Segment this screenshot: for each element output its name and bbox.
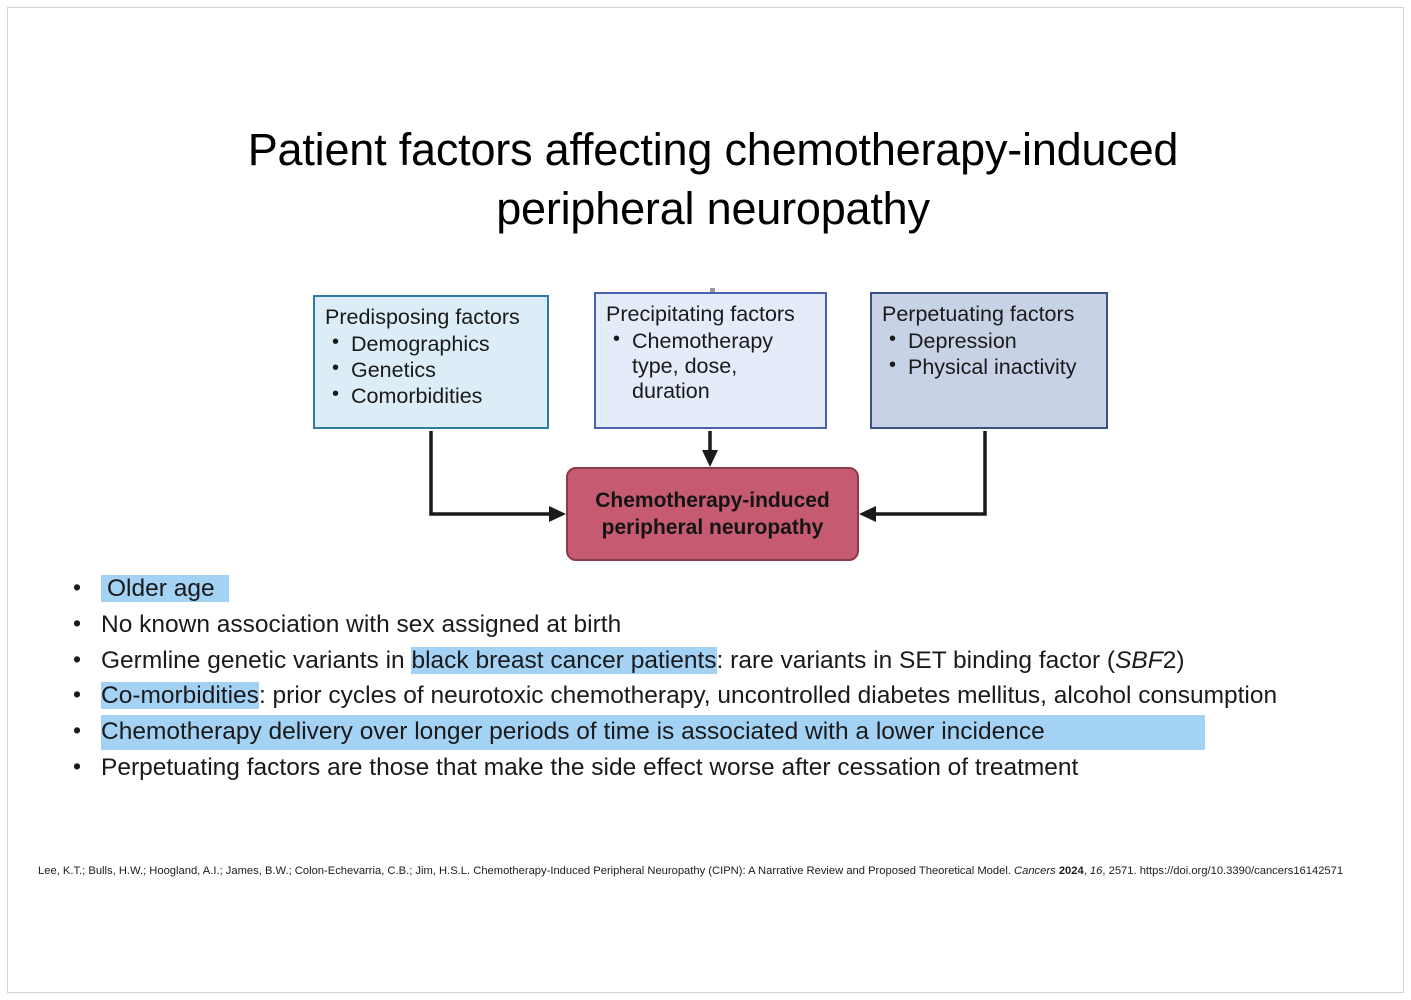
list-item: Physical inactivity	[889, 354, 1096, 380]
arrowhead-middle	[702, 450, 718, 467]
box-heading-perpetuating: Perpetuating factors	[882, 302, 1075, 326]
bullet-text-segment: : prior cycles of neurotoxic chemotherap…	[258, 682, 1278, 710]
list-item: Depression	[889, 328, 1096, 354]
citation-year: 2024	[1058, 865, 1084, 877]
bullet-text-segment: No known association with sex assigned a…	[101, 610, 622, 638]
diagram-box-perpetuating: Perpetuating factors Depression Physical…	[870, 292, 1108, 429]
bullet-text-segment: SBF	[1115, 646, 1163, 674]
arrowhead-left	[549, 506, 566, 522]
slide-canvas: Patient factors affecting chemotherapy-i…	[7, 7, 1404, 993]
list-item: Chemotherapy type, dose, duration	[613, 328, 815, 404]
bullet-older-age: Older age	[65, 571, 1355, 607]
bullet-text-segment: Chemotherapy delivery over longer period…	[101, 715, 1205, 750]
box-list-perpetuating: Depression Physical inactivity	[882, 328, 1096, 380]
citation-authors: Lee, K.T.; Bulls, H.W.; Hoogland, A.I.; …	[38, 865, 474, 877]
citation-doi: https://doi.org/10.3390/cancers16142571	[1139, 865, 1344, 877]
bullet-text-segment: Older age	[101, 575, 229, 602]
citation-pages: 2571	[1108, 865, 1134, 877]
diagram-box-precipitating: Precipitating factors Chemotherapy type,…	[594, 292, 827, 429]
outcome-line-1: Chemotherapy-induced	[595, 488, 830, 512]
list-item: Comorbidities	[332, 383, 537, 409]
arrow-perpetuating-to-outcome	[872, 431, 987, 516]
citation: Lee, K.T.; Bulls, H.W.; Hoogland, A.I.; …	[38, 865, 1344, 877]
bullet-text-segment: 2)	[1162, 646, 1185, 674]
bullet-chemo-delivery-duration: Chemotherapy delivery over longer period…	[65, 714, 1355, 750]
box-heading-precipitating: Precipitating factors	[606, 302, 795, 326]
outcome-line-2: peripheral neuropathy	[601, 516, 824, 539]
citation-volume: 16	[1089, 865, 1103, 877]
citation-article-title: Chemotherapy-Induced Peripheral Neuropat…	[473, 865, 1015, 877]
outcome-label: Chemotherapy-induced peripheral neuropat…	[595, 487, 830, 542]
bullet-text-segment: Co-morbidities	[101, 682, 259, 710]
list-item: Demographics	[332, 331, 537, 357]
diagram-box-outcome: Chemotherapy-induced peripheral neuropat…	[566, 467, 859, 561]
bullet-text-segment: black breast cancer patients	[411, 646, 717, 674]
citation-journal: Cancers	[1014, 865, 1056, 877]
box-list-predisposing: Demographics Genetics Comorbidities	[325, 331, 537, 409]
box-list-precipitating: Chemotherapy type, dose, duration	[606, 328, 815, 404]
arrow-predisposing-to-outcome	[429, 431, 553, 516]
page-title: Patient factors affecting chemotherapy-i…	[247, 124, 1179, 235]
bullet-perpetuating-factors-note: Perpetuating factors are those that make…	[65, 750, 1355, 786]
list-item: Genetics	[332, 357, 537, 383]
bullet-text-segment: Germline genetic variants in	[101, 646, 412, 674]
bullet-co-morbidities: Co-morbidities: prior cycles of neurotox…	[65, 678, 1355, 714]
bullet-text-segment: Perpetuating factors are those that make…	[101, 753, 1079, 781]
bullet-text-segment: : rare variants in SET binding factor (	[716, 646, 1116, 674]
box-heading-predisposing: Predisposing factors	[325, 305, 520, 329]
arrowhead-right	[859, 506, 876, 522]
bullet-sex-assigned-at-birth: No known association with sex assigned a…	[65, 607, 1355, 643]
bullet-list: Older age No known association with sex a…	[65, 571, 1355, 787]
diagram-box-predisposing: Predisposing factors Demographics Geneti…	[313, 295, 549, 429]
tick-artifact	[710, 288, 715, 293]
bullet-germline-genetic-variants: Germline genetic variants in black breas…	[65, 643, 1355, 679]
